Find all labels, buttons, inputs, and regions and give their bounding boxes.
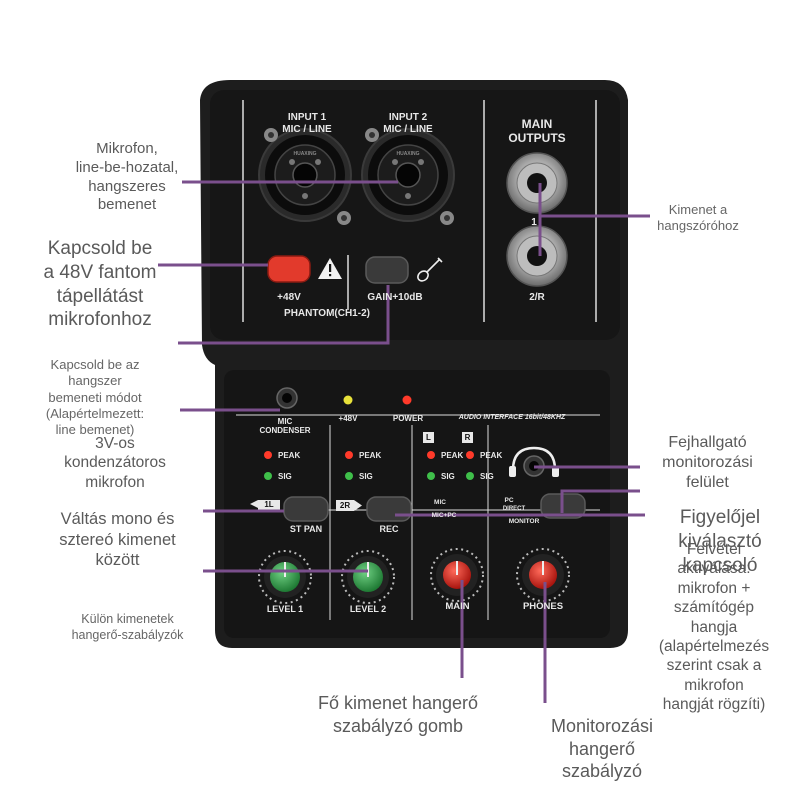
main-knob — [430, 548, 484, 602]
callout-instrument: Kapcsold be az hangszer bemeneti módot (… — [45, 357, 145, 437]
callout-speaker-out: Kimenet a hangszóróhoz — [657, 202, 739, 234]
st-pan-label: ST PAN — [289, 524, 323, 534]
sig-label-2: SIG — [359, 472, 373, 481]
callout-monitor-volume: Monitorozási hangerő szabályzó — [550, 716, 654, 781]
mic-condenser-label: MIC CONDENSER — [259, 417, 311, 436]
led-48v — [343, 395, 353, 405]
led-power — [402, 395, 412, 405]
pc-label: PC — [504, 497, 514, 504]
gain-10db-button — [365, 256, 409, 284]
led-peak-2 — [345, 451, 353, 459]
direct-label: DIRECT — [502, 506, 526, 512]
sig-label-l: SIG — [441, 472, 455, 481]
led-power-label: POWER — [392, 414, 424, 423]
rec-button — [366, 496, 412, 522]
main-output-1-jack — [506, 152, 568, 214]
callout-condenser: 3V-os kondenzátoros mikrofon — [64, 435, 166, 491]
output-1-label: 1 — [531, 217, 537, 228]
main-label: MAIN — [445, 601, 470, 612]
level-1-label: LEVEL 1 — [266, 604, 304, 614]
leader-lines — [158, 180, 650, 703]
peak-label-1: PEAK — [278, 451, 301, 460]
callout-levels: Külön kimenetek hangerő-szabályzók — [71, 612, 184, 642]
plus48v-label: +48V — [277, 292, 301, 303]
phantom-48v-button — [267, 255, 311, 283]
led-peak-l — [427, 451, 435, 459]
monitor-label: MONITOR — [508, 518, 540, 525]
callout-phantom: Kapcsold be a 48V fantom tápellátást mik… — [43, 238, 157, 331]
sig-label-1: SIG — [278, 472, 292, 481]
warning-icon — [318, 258, 342, 279]
led-sig-1 — [264, 472, 272, 480]
led-peak-1 — [264, 451, 272, 459]
peak-label-r: PEAK — [480, 451, 503, 460]
led-sig-l — [427, 472, 435, 480]
level-2-knob — [341, 550, 395, 604]
output-2r-label: 2/R — [529, 292, 545, 303]
btn-2r-label: 2R — [339, 501, 351, 510]
mic-pc-option-label: MIC+PC — [431, 512, 457, 519]
phones-knob — [516, 548, 570, 602]
level-2-label: LEVEL 2 — [349, 604, 387, 614]
main-output-2r-jack — [506, 225, 568, 287]
main-outputs-label: MAIN OUTPUTS — [508, 117, 566, 145]
peak-label-l: PEAK — [441, 451, 464, 460]
phantom-label: PHANTOM(CH1-2) — [284, 308, 370, 319]
callout-monitor-select: Figyelőjel kiválasztó kapcsoló — [678, 507, 762, 576]
callout-record: Felvétel aktiválása: mikrofon + számítóg… — [658, 541, 770, 713]
gain-label: GAIN+10dB — [367, 292, 423, 303]
l-label: L — [426, 433, 431, 442]
peak-label-2: PEAK — [359, 451, 382, 460]
phones-label: PHONES — [522, 601, 564, 612]
input-2-label: INPUT 2 MIC / LINE — [383, 112, 433, 135]
audio-interface-label: AUDIO INTERFACE 16bit/48KHZ — [458, 414, 566, 421]
rec-label: REC — [379, 524, 399, 534]
led-48v-label: +48V — [338, 414, 358, 423]
callout-headphone: Fejhallgató monitorozási felület — [662, 434, 753, 491]
st-pan-button — [283, 496, 329, 522]
callout-input: Mikrofon, line-be-hozatal, hangszeres be… — [75, 140, 179, 214]
mic-option-label: MIC — [434, 499, 446, 506]
mic-condenser-jack — [276, 387, 298, 409]
xlr-brand-2: HUAXING — [396, 151, 420, 157]
input-2-combo-jack — [361, 128, 455, 225]
guitar-icon — [417, 257, 443, 282]
led-sig-2 — [345, 472, 353, 480]
input-1-label: INPUT 1 MIC / LINE — [282, 112, 332, 135]
callout-mono-stereo: Váltás mono és sztereó kimenet között — [59, 510, 176, 570]
led-peak-r — [466, 451, 474, 459]
sig-label-r: SIG — [480, 472, 494, 481]
xlr-brand-1: HUAXING — [293, 151, 317, 157]
btn-1l-label: 1L — [264, 500, 274, 509]
callout-main-volume: Fő kimenet hangerő szabályzó gomb — [317, 693, 479, 736]
r-label: R — [464, 433, 471, 442]
led-sig-r — [466, 472, 474, 480]
